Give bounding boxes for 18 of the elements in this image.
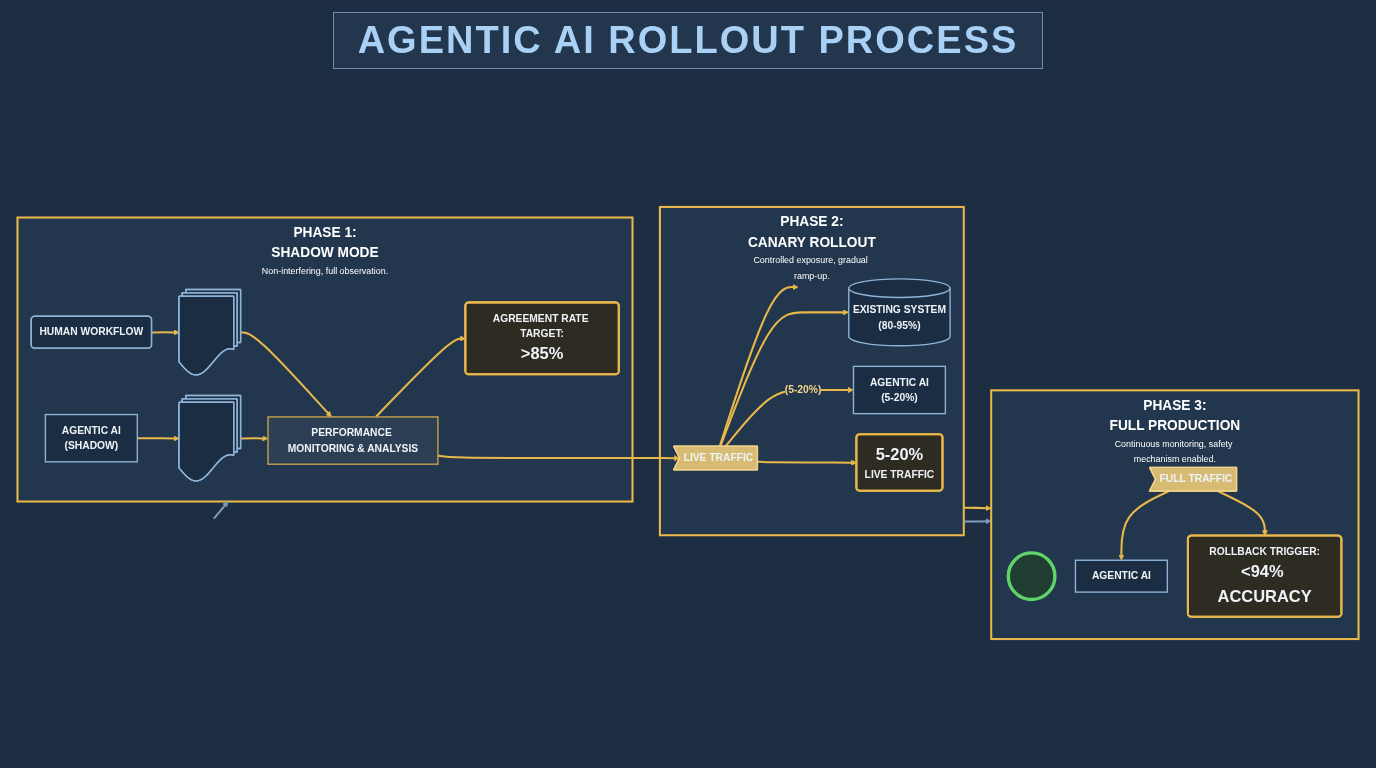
arrow — [213, 501, 229, 520]
arrow — [240, 331, 332, 418]
arrow — [963, 518, 992, 525]
node-circle — [1006, 551, 1057, 602]
arrow — [719, 309, 850, 447]
arrow — [375, 335, 466, 418]
arrow — [137, 435, 180, 442]
arrow — [240, 435, 269, 442]
arrow — [963, 505, 992, 512]
diagram-title: AGENTIC AI ROLLOUT PROCESS — [332, 12, 1044, 69]
node-box: AGENTIC AI (5-20%) — [852, 365, 947, 415]
edge-label: (5-20%) — [784, 383, 822, 396]
arrow — [757, 459, 857, 466]
arrow — [718, 284, 799, 447]
node-box: AGENTIC AI (SHADOW) — [44, 413, 138, 463]
node-box: AGENTIC AI — [1074, 559, 1169, 593]
arrow — [151, 329, 180, 336]
node-box: PERFORMANCE MONITORING & ANALYSIS — [267, 416, 439, 465]
